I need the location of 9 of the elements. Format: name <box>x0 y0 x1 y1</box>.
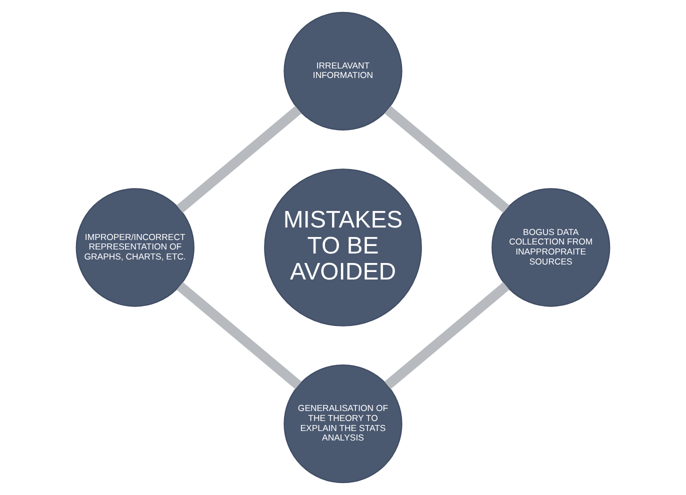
node-circle: MISTAKES TO BE AVOIDED <box>264 168 422 326</box>
node-circle: IMPROPER/INCORRECT REPRESENTATION OF GRAPHS, CHARTS, ETC. <box>76 188 194 307</box>
node-circle: BOGUS DATA COLLECTION FROM INAPPROPRAITE SOURCES <box>492 188 610 307</box>
node-circle: IRRELAVANT INFORMATION <box>284 12 402 130</box>
connector <box>176 106 302 213</box>
node-circle: GENERALISATION OF THE THEORY TO EXPLAIN THE STATS ANALYSIS <box>284 364 402 484</box>
connector <box>384 106 510 213</box>
connector <box>176 282 302 390</box>
connector <box>384 282 510 390</box>
